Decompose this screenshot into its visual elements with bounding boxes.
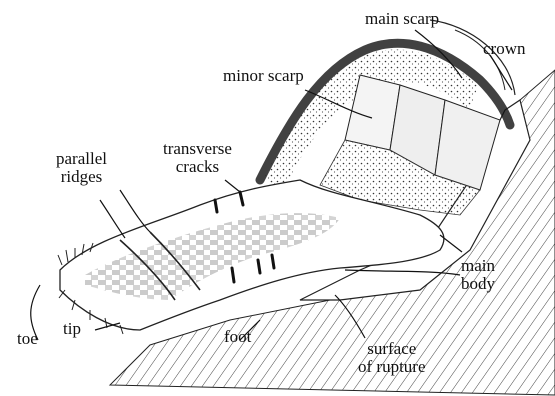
label-toe: toe [17,330,38,348]
label-parallel-ridges: parallel ridges [56,150,107,186]
label-transverse-cracks: transverse cracks [163,140,232,176]
label-foot: foot [224,328,251,346]
label-crown: crown [483,40,525,58]
label-tip: tip [63,320,81,338]
label-surface-of-rupture: surface of rupture [358,340,426,376]
label-main-body: main body [461,257,495,293]
label-minor-scarp: minor scarp [223,67,304,85]
label-main-scarp: main scarp [365,10,439,28]
